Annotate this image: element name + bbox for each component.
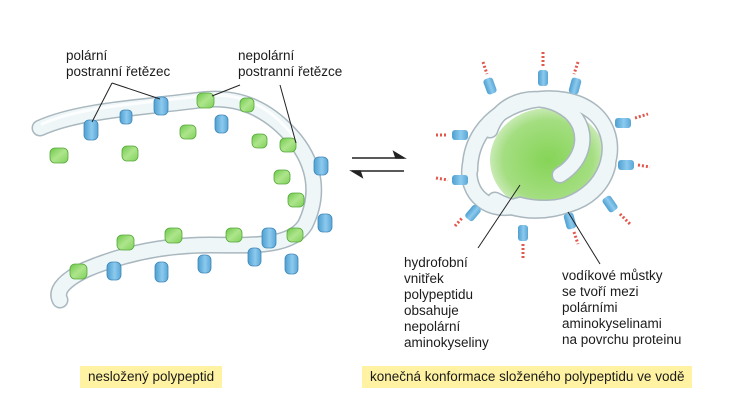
nonpolar-side-chains — [49, 92, 305, 280]
equilibrium-arrows — [349, 150, 407, 179]
label-nonpolar-side-chains: nepolární postranní řetězce — [238, 48, 343, 79]
leader-lines-right — [477, 184, 601, 265]
label-polar-side-chain: polární postranní řetězec — [66, 48, 171, 79]
backbone-fill — [33, 92, 321, 307]
surface-polar-chains — [435, 52, 651, 258]
label-hydrophobic-core: hydrofobní vnitřek polypeptidu obsahuje … — [404, 255, 489, 350]
caption-unfolded: nesložený polypeptid — [80, 366, 223, 388]
unfolded-polypeptide — [31, 82, 333, 309]
label-hydrogen-bonds: vodíkové můstky se tvoří mezi polárními … — [562, 268, 682, 347]
leader-lines-left — [91, 82, 297, 144]
folded-polypeptide — [435, 52, 651, 265]
polar-side-chains — [83, 96, 333, 283]
caption-folded: konečná konformace složeného polypeptidu… — [362, 366, 693, 388]
